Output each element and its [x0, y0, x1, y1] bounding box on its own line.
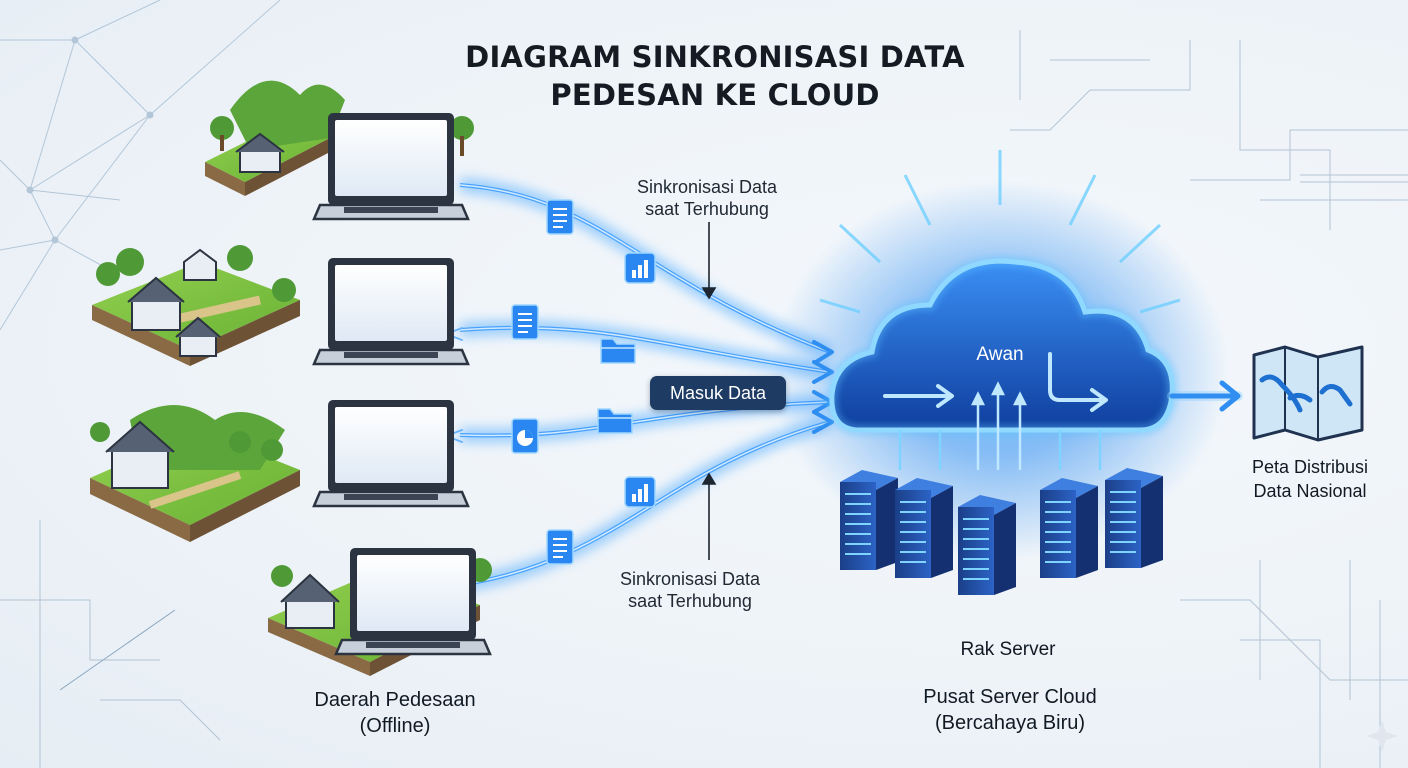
arrow-icon: [1167, 380, 1243, 412]
server-center-line-2: (Bercahaya Biru): [934, 712, 1086, 734]
rural-label-line-1: Daerah Pedesaan: [314, 689, 476, 711]
village-icon: [205, 80, 474, 196]
sync-label-top-line-1: Sinkronisasi Data: [636, 177, 778, 197]
server-center-line-1: Pusat Server Cloud: [923, 686, 1097, 708]
sync-label-top: Sinkronisasi Data saat Terhubung: [597, 176, 817, 220]
cloud-label: Awan: [976, 344, 1024, 365]
document-icon: [546, 199, 574, 235]
bar-chart-icon: [624, 476, 656, 508]
rural-label-line-2: (Offline): [359, 715, 431, 737]
map-icon: [1252, 345, 1364, 442]
document-icon: [546, 529, 574, 565]
sync-label-top-line-2: saat Terhubung: [645, 199, 769, 219]
cloud-icon: [825, 255, 1179, 436]
laptop-icon: [312, 111, 470, 221]
sparkle-icon: [1366, 720, 1398, 752]
server-rack-icon: [894, 477, 954, 579]
rural-label: Daerah Pedesaan (Offline): [270, 687, 520, 739]
server-rack-icon: [957, 494, 1017, 596]
village-icon: [92, 245, 300, 366]
rack-label: Rak Server: [960, 639, 1056, 660]
map-label: Peta Distribusi Data Nasional: [1215, 455, 1405, 503]
server-rack-icon: [839, 469, 899, 571]
network-lines-left: [0, 0, 281, 331]
title-line-1: DIAGRAM SINKRONISASI DATA: [465, 40, 965, 74]
server-rack-icon: [1039, 477, 1099, 579]
sync-callout-arrows: [701, 222, 717, 560]
folder-icon: [597, 408, 633, 434]
server-center-label: Pusat Server Cloud (Bercahaya Biru): [880, 684, 1140, 736]
pie-chart-icon: [511, 418, 539, 454]
map-label-line-1: Peta Distribusi: [1251, 457, 1369, 477]
document-icon: [511, 304, 539, 340]
laptop-icon: [312, 398, 470, 508]
server-rack-icon: [1104, 467, 1164, 569]
ingest-badge: Masuk Data: [650, 376, 786, 410]
laptop-icon: [334, 546, 492, 656]
title-line-2: PEDESAN KE CLOUD: [550, 78, 880, 112]
diagram-title: DIAGRAM SINKRONISASI DATA PEDESAN KE CLO…: [420, 38, 1010, 114]
map-label-line-2: Data Nasional: [1253, 481, 1367, 501]
circuit-lines-right: [0, 30, 1408, 768]
laptop-icon: [312, 256, 470, 366]
bar-chart-icon: [624, 252, 656, 284]
sync-label-bottom-line-2: saat Terhubung: [628, 591, 752, 611]
upload-arrows: [898, 381, 1102, 470]
sync-label-bottom-line-1: Sinkronisasi Data: [619, 569, 761, 589]
sync-label-bottom: Sinkronisasi Data saat Terhubung: [580, 568, 800, 612]
village-icon: [90, 405, 300, 542]
data-flow-paths: [458, 178, 833, 592]
